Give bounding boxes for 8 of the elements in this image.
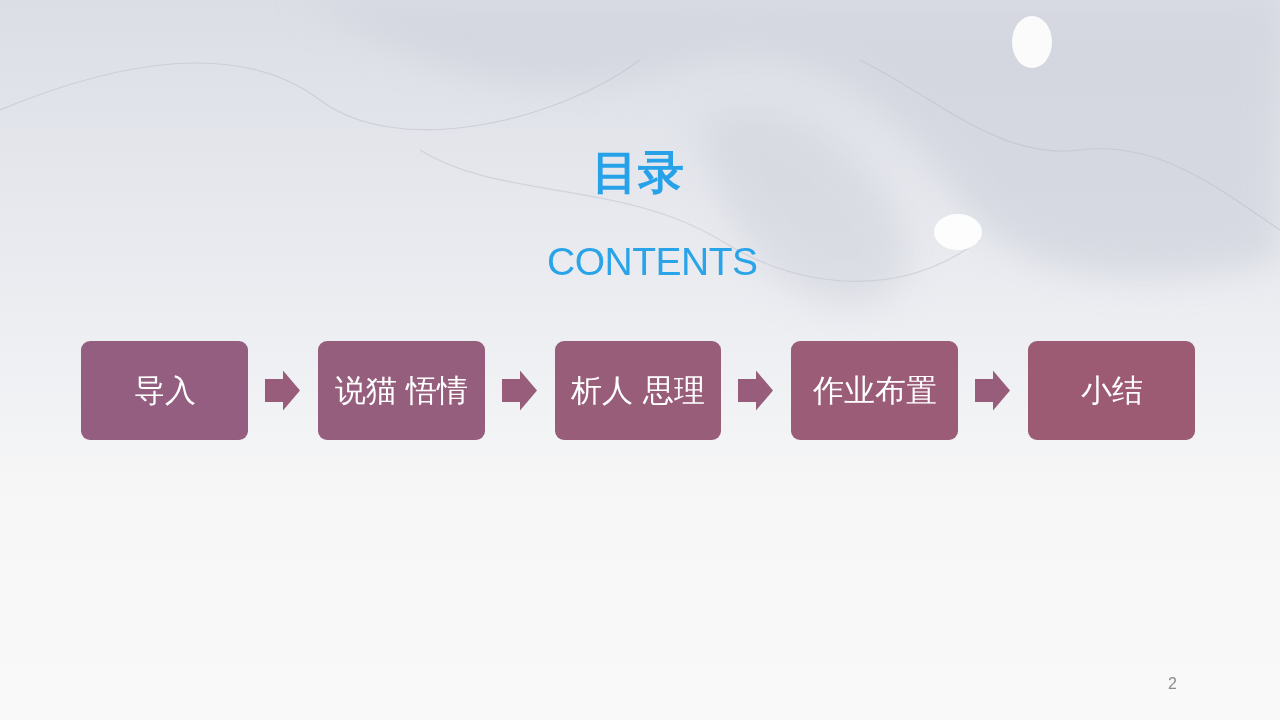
section-box: 作业布置	[791, 341, 958, 440]
subtitle: CONTENTS	[547, 240, 758, 284]
title: 目录	[592, 144, 684, 200]
page-number: 2	[1168, 675, 1177, 693]
section-box: 说猫 悟情	[318, 341, 485, 440]
section-box: 析人 思理	[555, 341, 721, 440]
section-box: 导入	[81, 341, 248, 440]
section-box: 小结	[1028, 341, 1195, 440]
